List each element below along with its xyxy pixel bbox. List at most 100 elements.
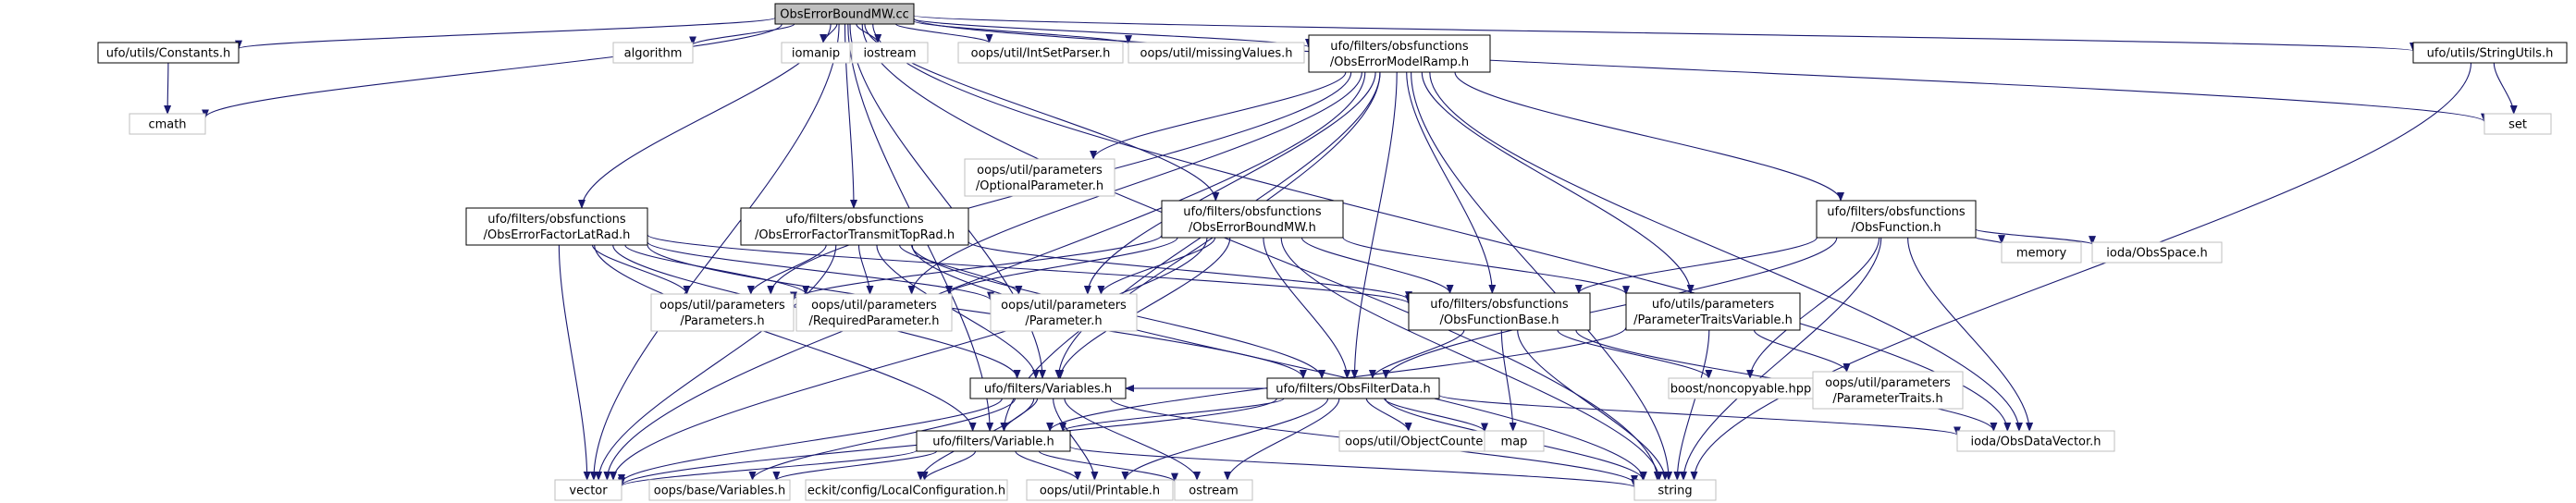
node-obsdatavector: ioda/ObsDataVector.h: [1956, 430, 2115, 452]
node-label: ufo/utils/parameters: [1652, 298, 1774, 312]
node-label: set: [2508, 118, 2527, 132]
node-label: oops/util/ObjectCounter.h: [1345, 436, 1498, 449]
node-label: /Parameter.h: [1025, 314, 1102, 328]
node-box: [2412, 42, 2568, 64]
node-traitsvar[interactable]: ufo/utils/parameters/ParameterTraitsVari…: [1625, 292, 1801, 331]
edge-transmit-to-string: [911, 244, 1647, 481]
node-label: vector: [569, 485, 608, 498]
edge-boundmw-to-variables: [1056, 237, 1231, 379]
node-label: oops/util/Printable.h: [1040, 485, 1160, 498]
node-memory: memory: [2001, 241, 2082, 264]
node-latrad[interactable]: ufo/filters/obsfunctions/ObsErrorFactorL…: [465, 207, 648, 246]
edge-latrad-to-reqparam: [624, 244, 810, 295]
edge-transmit-to-funcbase: [968, 240, 1412, 301]
node-box: [97, 42, 240, 64]
node-intsetparser: oops/util/IntSetParser.h: [957, 42, 1124, 64]
node-label: /ParameterTraitsVariable.h: [1633, 313, 1793, 327]
node-label: ufo/filters/ObsFilterData.h: [1276, 383, 1430, 397]
edge-ramp-to-string: [1411, 71, 1673, 481]
edge-root-to-constants: [235, 17, 776, 50]
edge-ramp-to-obsdatavector: [1429, 71, 2023, 432]
node-map: map: [1484, 430, 1545, 452]
node-box: [851, 42, 929, 64]
node-ostream: ostream: [1174, 479, 1253, 501]
node-obsfunction[interactable]: ufo/filters/obsfunctions/ObsFunction.h: [1816, 200, 1977, 239]
node-label: /ObsErrorModelRamp.h: [1330, 55, 1469, 69]
edge-variables-to-printable: [1053, 398, 1099, 481]
node-printable: oops/util/Printable.h: [1026, 479, 1174, 501]
node-objectcounter: oops/util/ObjectCounter.h: [1338, 430, 1505, 452]
node-box: [1266, 377, 1440, 399]
edge-filterdata-to-map: [1384, 398, 1488, 433]
edge-filterdata-to-objectcounter: [1365, 398, 1412, 432]
node-label: ufo/filters/obsfunctions: [785, 213, 924, 227]
edge-variables-to-basevariables: [748, 398, 1017, 481]
node-transmit[interactable]: ufo/filters/obsfunctions/ObsErrorFactorT…: [740, 207, 969, 246]
edge-traitsvar-to-paramtraits: [1753, 329, 1851, 373]
edge-boundmw-to-vector: [610, 237, 1208, 481]
edge-funcbase-to-filterdata: [1368, 329, 1465, 379]
node-label: iomanip: [792, 47, 840, 61]
edge-constants-to-cmath: [164, 62, 172, 115]
node-box: [1174, 479, 1253, 501]
node-label: ufo/filters/obsfunctions: [1827, 205, 1966, 219]
edge-root-to-vector: [589, 23, 840, 481]
node-stringutils[interactable]: ufo/utils/StringUtils.h: [2412, 42, 2568, 64]
node-root: ObsErrorBoundMW.cc: [774, 3, 915, 25]
node-funcbase[interactable]: ufo/filters/obsfunctions/ObsFunctionBase…: [1408, 292, 1591, 331]
node-cmath: cmath: [129, 113, 206, 135]
node-parameters: oops/util/parameters/Parameters.h: [650, 293, 795, 332]
node-label: ufo/filters/obsfunctions: [1330, 40, 1469, 54]
node-label: ufo/filters/obsfunctions: [1183, 205, 1322, 219]
node-boundmw[interactable]: ufo/filters/obsfunctions/ObsErrorBoundMW…: [1161, 200, 1344, 239]
node-constants[interactable]: ufo/utils/Constants.h: [97, 42, 240, 64]
edge-variable-to-localconfig: [920, 450, 977, 481]
node-box: [774, 3, 915, 25]
node-filterdata[interactable]: ufo/filters/ObsFilterData.h: [1266, 377, 1440, 399]
node-box: [1633, 479, 1717, 501]
edge-ramp-to-funcbase: [1406, 71, 1497, 294]
node-variables[interactable]: ufo/filters/Variables.h: [969, 377, 1127, 399]
node-label: /ObsFunctionBase.h: [1440, 313, 1559, 327]
node-iomanip: iomanip: [781, 42, 851, 64]
node-label: /ObsFunction.h: [1851, 221, 1941, 235]
node-noncopyable: boost/noncopyable.hpp: [1668, 377, 1814, 399]
edge-root-to-iostream: [856, 23, 882, 43]
node-label: eckit/config/LocalConfiguration.h: [807, 485, 1005, 498]
node-label: oops/util/parameters: [659, 299, 785, 313]
edge-variable-to-ostream: [1038, 450, 1178, 483]
node-paramtraits: oops/util/parameters/ParameterTraits.h: [1812, 371, 1964, 410]
node-label: ObsErrorBoundMW.cc: [780, 8, 909, 22]
node-label: ufo/filters/Variables.h: [984, 383, 1112, 397]
edge-root-to-set: [913, 18, 2488, 123]
node-label: ioda/ObsSpace.h: [2106, 247, 2207, 261]
edge-latrad-to-parameter: [647, 241, 994, 301]
edge-latrad-to-variable: [594, 244, 977, 432]
node-label: /ObsErrorFactorTransmitTopRad.h: [755, 228, 955, 242]
node-box: [1484, 430, 1545, 452]
node-vector: vector: [554, 479, 622, 501]
edge-filterdata-to-variable: [1059, 398, 1285, 432]
edge-ramp-to-optparam: [1090, 71, 1347, 160]
node-label: ufo/filters/obsfunctions: [487, 213, 626, 227]
edge-root-to-variables: [849, 23, 1046, 379]
node-box: [916, 430, 1071, 452]
node-ramp[interactable]: ufo/filters/obsfunctions/ObsErrorModelRa…: [1308, 34, 1491, 73]
edge-boundmw-to-filterdata: [1263, 237, 1351, 379]
node-string: string: [1633, 479, 1717, 501]
node-variable[interactable]: ufo/filters/Variable.h: [916, 430, 1071, 452]
edge-boundmw-to-traitsvar: [1342, 237, 1630, 296]
node-box: [1816, 200, 1977, 239]
node-label: ioda/ObsDataVector.h: [1970, 436, 2101, 449]
edge-root-to-string: [861, 23, 1661, 481]
edge-filterdata-to-obsdatavector: [1438, 394, 1961, 436]
node-label: ufo/filters/Variable.h: [932, 436, 1054, 449]
node-label: /ParameterTraits.h: [1832, 392, 1942, 406]
edge-root-to-stringutils: [913, 15, 2416, 52]
node-algorithm: algorithm: [612, 42, 694, 64]
edge-variables-to-vector: [618, 398, 1003, 484]
node-box: [465, 207, 648, 246]
edge-latrad-to-funcbase: [647, 234, 1412, 305]
edge-latrad-to-vector: [558, 244, 591, 481]
node-localconfig: eckit/config/LocalConfiguration.h: [805, 479, 1008, 501]
